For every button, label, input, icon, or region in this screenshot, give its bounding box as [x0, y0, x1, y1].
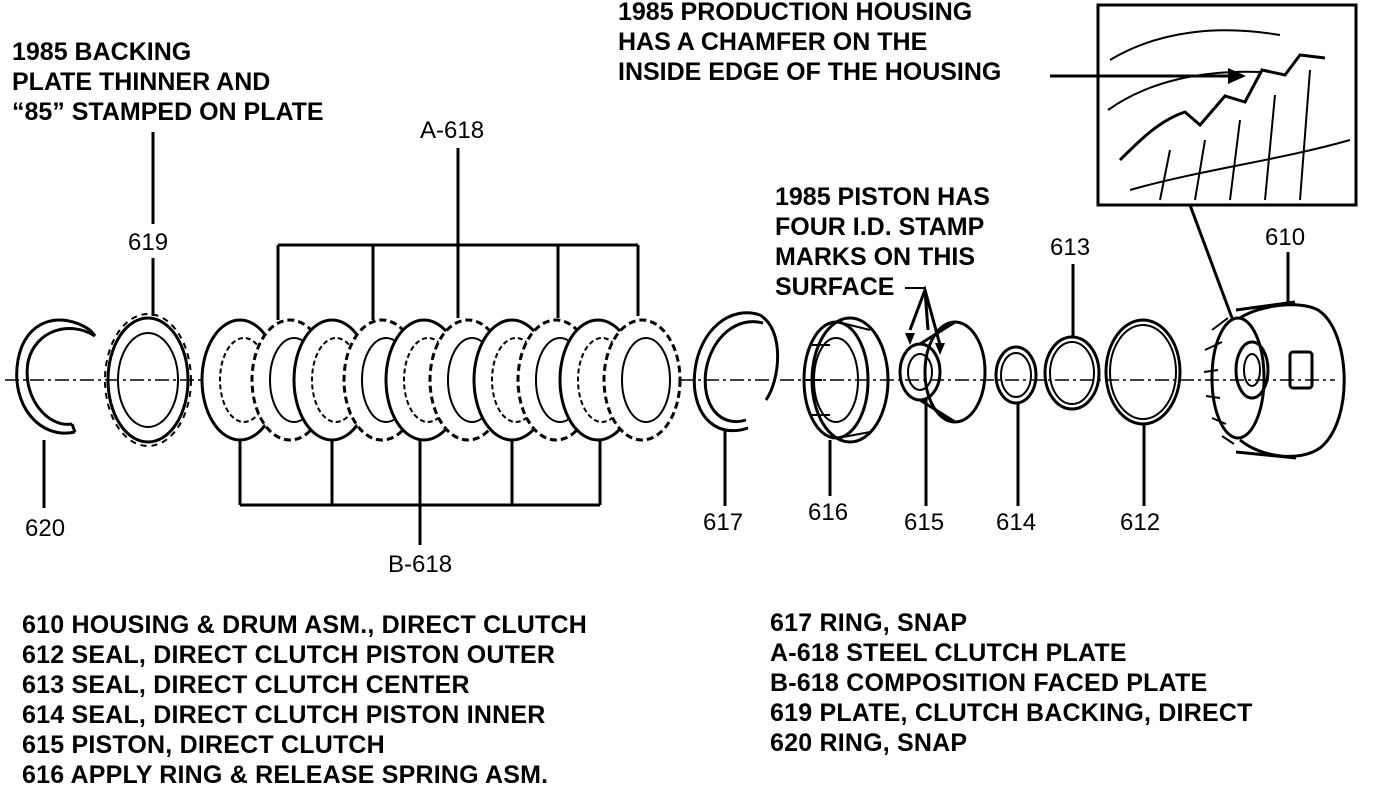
- part-614-seal: [994, 345, 1038, 405]
- note-housing: 1985 PRODUCTION HOUSING HAS A CHAMFER ON…: [618, 0, 1001, 86]
- part-620-snap-ring: [15, 318, 97, 435]
- legend-item: 616 APPLY RING & RELEASE SPRING ASM.: [22, 761, 549, 789]
- legend-item: 610 HOUSING & DRUM ASM., DIRECT CLUTCH: [22, 611, 588, 639]
- bracket-b618: [238, 440, 602, 545]
- parts-legend-left: 610 HOUSING & DRUM ASM., DIRECT CLUTCH 6…: [22, 610, 587, 790]
- bracket-a618: [276, 148, 640, 320]
- callout-619: 619: [128, 229, 168, 256]
- legend-item: 612 SEAL, DIRECT CLUTCH PISTON OUTER: [22, 641, 556, 669]
- legend-item: 617 RING, SNAP: [770, 609, 968, 637]
- callout-leaders: [42, 132, 1290, 508]
- part-615-piston: [898, 285, 987, 424]
- legend-item: A-618 STEEL CLUTCH PLATE: [770, 639, 1127, 667]
- callout-614: 614: [996, 509, 1036, 536]
- part-610-housing-drum: [1203, 300, 1346, 460]
- callout-613: 613: [1050, 234, 1090, 261]
- plate-bore: [621, 337, 671, 423]
- legend-item: 619 PLATE, CLUTCH BACKING, DIRECT: [770, 699, 1253, 727]
- callout-615: 615: [904, 509, 944, 536]
- note-backing-plate: 1985 BACKING PLATE THINNER AND “85” STAM…: [12, 38, 324, 126]
- part-618-clutch-plate-pack: [200, 318, 682, 442]
- callout-617: 617: [703, 509, 743, 536]
- callout-612: 612: [1120, 509, 1160, 536]
- part-613-seal: [1043, 335, 1101, 411]
- legend-item: 614 SEAL, DIRECT CLUTCH PISTON INNER: [22, 701, 546, 729]
- callout-616: 616: [808, 499, 848, 526]
- part-616-apply-ring: [802, 316, 890, 444]
- part-619-backing-plate: [104, 313, 192, 447]
- callout-a618: A-618: [420, 117, 484, 144]
- part-612-seal: [1104, 318, 1182, 426]
- callout-b618: B-618: [388, 551, 452, 578]
- legend-item: B-618 COMPOSITION FACED PLATE: [770, 669, 1208, 697]
- note-piston: 1985 PISTON HAS FOUR I.D. STAMP MARKS ON…: [775, 183, 997, 301]
- legend-item: 620 RING, SNAP: [770, 729, 968, 757]
- part-617-snap-ring: [692, 311, 780, 433]
- leader-inset-to-housing: [1188, 204, 1234, 319]
- legend-item: 615 PISTON, DIRECT CLUTCH: [22, 731, 385, 759]
- legend-item: 613 SEAL, DIRECT CLUTCH CENTER: [22, 671, 470, 699]
- inset-detail-housing-chamfer: [1096, 3, 1358, 207]
- callout-620: 620: [25, 515, 65, 542]
- parts-legend-right: 617 RING, SNAP A-618 STEEL CLUTCH PLATE …: [770, 608, 1253, 758]
- steel-plate: [602, 318, 682, 442]
- callout-610: 610: [1265, 224, 1305, 251]
